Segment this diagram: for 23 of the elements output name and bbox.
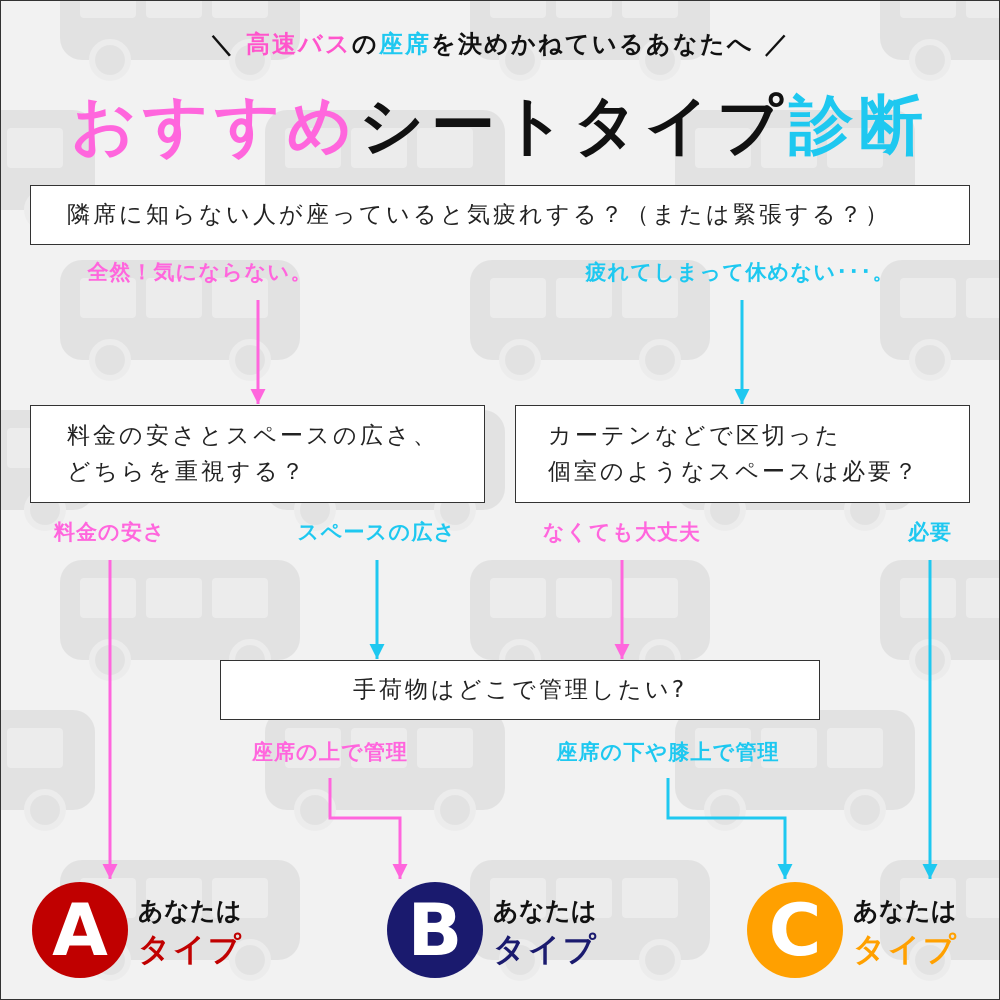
- type-letter-circle: B: [387, 882, 483, 978]
- edge-label: 座席の下や膝上で管理: [556, 739, 780, 766]
- edge-label: スペースの広さ: [298, 519, 456, 546]
- question-box: 料金の安さとスペースの広さ、どちらを重視する？: [30, 405, 485, 503]
- type-text: タイプ: [853, 929, 958, 970]
- edge-label: 座席の上で管理: [252, 739, 408, 766]
- question-box: 手荷物はどこで管理したい?: [220, 660, 820, 720]
- question-box: カーテンなどで区切った個室のようなスペースは必要？: [515, 405, 970, 503]
- edge-label: 全然！気にならない。: [88, 259, 312, 286]
- type-letter-circle: A: [32, 882, 128, 978]
- title: おすすめシートタイプ診断: [70, 88, 930, 165]
- edge-label: 料金の安さ: [54, 519, 166, 546]
- question-box: 隣席に知らない人が座っていると気疲れする？（または緊張する？）: [30, 185, 970, 245]
- subtitle: ＼ 高速バスの座席を決めかねているあなたへ ／: [208, 29, 792, 60]
- edge-label: 必要: [908, 519, 952, 546]
- result-text: あなたは: [853, 895, 957, 927]
- result-text: あなたは: [493, 895, 597, 927]
- result-text: あなたは: [138, 895, 242, 927]
- type-text: タイプ: [138, 929, 243, 970]
- edge-label: なくても大丈夫: [543, 519, 701, 546]
- type-text: タイプ: [493, 929, 598, 970]
- edge-label: 疲れてしまって休めない･･･。: [586, 259, 894, 286]
- type-letter-circle: C: [747, 882, 843, 978]
